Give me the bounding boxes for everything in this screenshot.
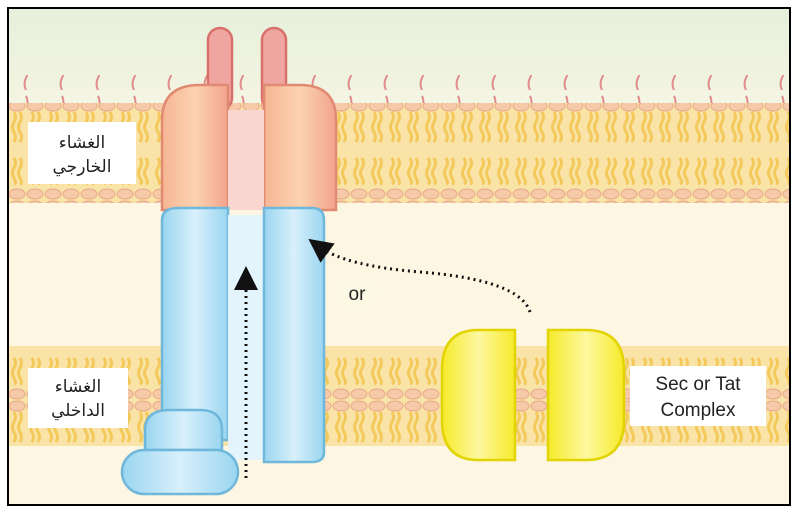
inner-membrane-label-line1: الغشاء [55, 377, 101, 397]
frame-border [7, 7, 791, 506]
complex-label-line2: Complex [661, 400, 736, 421]
complex-label-line1: Sec or Tat [655, 374, 741, 395]
sec-tat-complex [440, 328, 626, 462]
inner-membrane-label-line2: الداخلي [51, 401, 105, 421]
periplasm [8, 203, 790, 346]
outer-membrane [8, 103, 790, 203]
lps-chains [8, 75, 790, 105]
or-label: or [349, 284, 367, 305]
inner-membrane-protein [120, 206, 326, 496]
outer-membrane-label-line1: الغشاء [59, 133, 105, 153]
outer-membrane-protein [160, 26, 338, 212]
periplasm-route-arrow [308, 238, 532, 313]
outer-membrane-label-line2: الخارجي [53, 157, 112, 177]
